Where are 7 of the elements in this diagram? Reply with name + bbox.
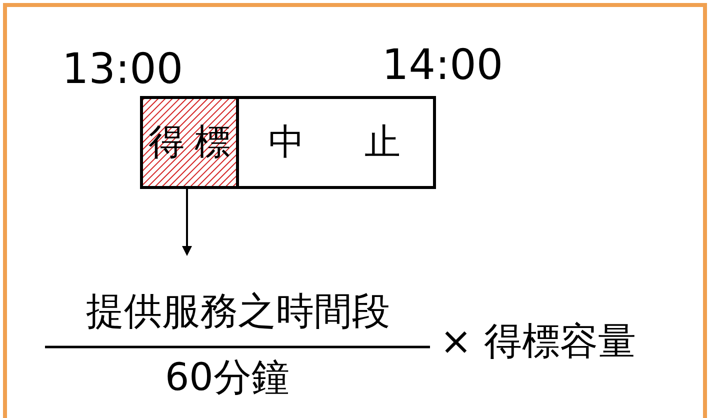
time-label: 13:00 (62, 48, 184, 90)
numerator-text: 提供服務之時間段 (48, 284, 428, 338)
arrow (182, 189, 192, 256)
multiplier-text: × 得標容量 (440, 322, 636, 360)
denominator-text: 60分鐘 (165, 358, 290, 396)
time-label: 14:00 (382, 44, 504, 86)
bar-segment: 中止 (236, 96, 436, 189)
